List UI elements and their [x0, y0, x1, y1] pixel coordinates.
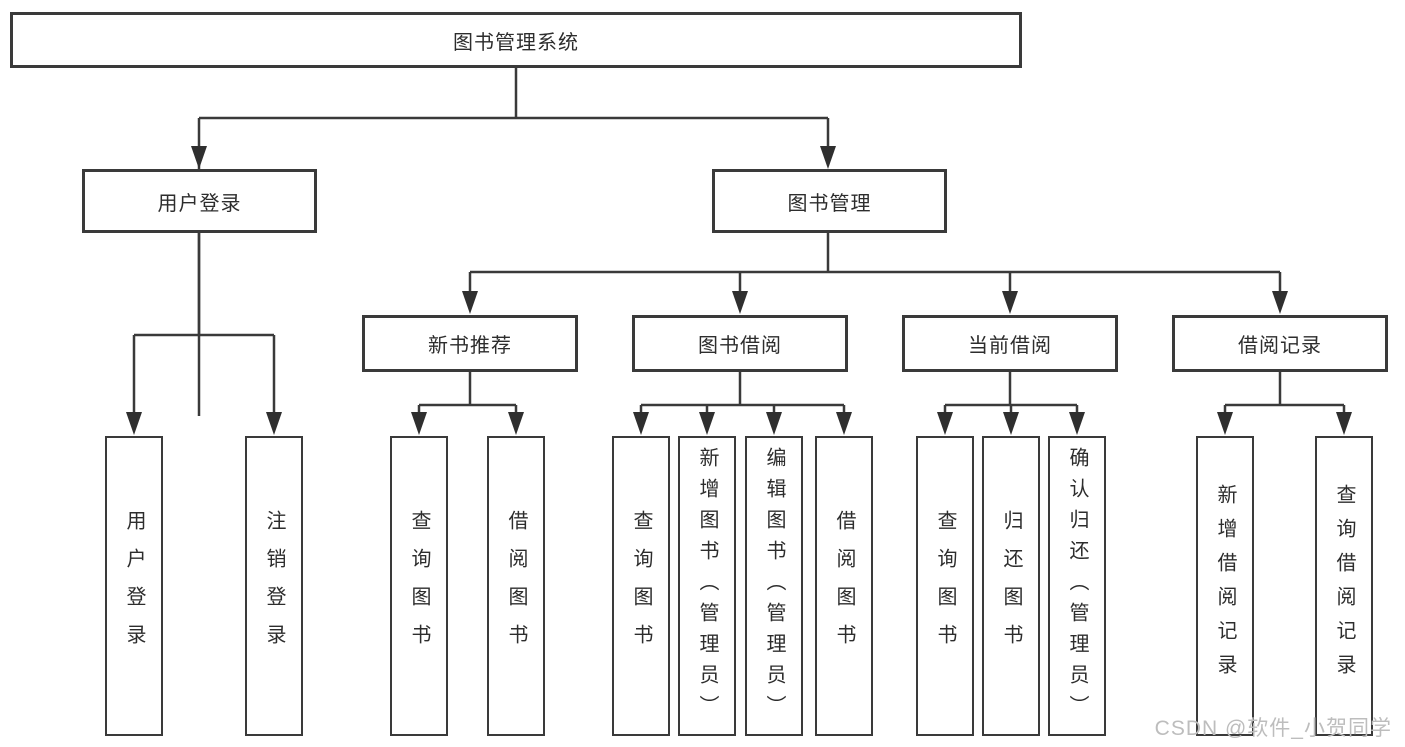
arrow-down-icon	[126, 412, 142, 435]
node-book-management: 图书管理	[712, 169, 947, 233]
arrow-down-icon	[1002, 291, 1018, 314]
csdn-watermark: CSDN @软件_小贺同学	[1154, 717, 1392, 740]
arrow-down-icon	[191, 146, 207, 169]
arrow-down-icon	[1003, 412, 1019, 435]
leaf-label: 查询图书	[408, 510, 430, 662]
leaf-label: 注销登录	[263, 510, 285, 662]
node-library-management-system: 图书管理系统	[10, 12, 1022, 68]
arrow-down-icon	[766, 412, 782, 435]
node-label: 图书管理系统	[453, 31, 579, 54]
leaf-label: 查询图书	[630, 510, 652, 662]
node-label: 图书管理	[787, 192, 872, 215]
leaf-label: 查询借阅记录	[1333, 484, 1355, 688]
connector-records-to-leaves	[1223, 372, 1346, 418]
arrow-down-icon	[836, 412, 852, 435]
node-label: 图书借阅	[698, 335, 782, 357]
node-book-borrow: 图书借阅	[632, 315, 848, 372]
leaf-query-books-borrow: 查询图书	[612, 436, 670, 736]
leaf-query-books-recommend: 查询图书	[390, 436, 448, 736]
connector-bookborrow-to-leaves	[639, 372, 846, 418]
arrow-down-icon	[1069, 412, 1085, 435]
leaf-label: 新增借阅记录	[1214, 484, 1236, 688]
leaf-return-books: 归还图书	[982, 436, 1040, 736]
leaf-edit-books-admin: 编辑图书（管理员）	[745, 436, 803, 736]
leaf-label: 新增图书（管理员）	[696, 446, 718, 726]
arrow-down-icon	[937, 412, 953, 435]
leaf-confirm-return-admin: 确认归还（管理员）	[1048, 436, 1106, 736]
arrow-down-icon	[699, 412, 715, 435]
leaf-label: 借阅图书	[505, 510, 527, 662]
leaf-logout: 注销登录	[245, 436, 303, 736]
node-new-book-recommend: 新书推荐	[362, 315, 578, 372]
node-user-login: 用户登录	[82, 169, 317, 233]
leaf-query-books-current: 查询图书	[916, 436, 974, 736]
leaf-add-books-admin: 新增图书（管理员）	[678, 436, 736, 736]
arrow-down-icon	[820, 146, 836, 169]
node-label: 用户登录	[157, 192, 242, 215]
arrow-down-icon	[633, 412, 649, 435]
leaf-add-borrow-record: 新增借阅记录	[1196, 436, 1254, 736]
leaf-borrow-books: 借阅图书	[815, 436, 873, 736]
leaf-label: 查询图书	[934, 510, 956, 662]
connector-bookmgmt-to-level3	[468, 233, 1282, 297]
node-label: 借阅记录	[1238, 335, 1322, 357]
node-label: 当前借阅	[968, 335, 1052, 357]
arrow-down-icon	[1336, 412, 1352, 435]
leaf-user-login: 用户登录	[105, 436, 163, 736]
connector-userlogin-to-leaves	[132, 233, 276, 418]
node-label: 新书推荐	[428, 335, 512, 357]
leaf-label: 编辑图书（管理员）	[763, 446, 785, 726]
leaf-label: 确认归还（管理员）	[1066, 446, 1088, 726]
arrow-down-icon	[462, 291, 478, 314]
arrow-down-icon	[411, 412, 427, 435]
arrow-down-icon	[508, 412, 524, 435]
connector-currentborrow-to-leaves	[943, 372, 1079, 418]
leaf-query-borrow-record: 查询借阅记录	[1315, 436, 1373, 736]
arrow-down-icon	[266, 412, 282, 435]
leaf-label: 借阅图书	[833, 510, 855, 662]
leaf-label: 用户登录	[123, 510, 145, 662]
arrow-down-icon	[1217, 412, 1233, 435]
arrow-down-icon	[732, 291, 748, 314]
leaf-borrow-books-recommend: 借阅图书	[487, 436, 545, 736]
connector-newbook-to-leaves	[417, 372, 518, 418]
arrow-down-icon	[1272, 291, 1288, 314]
leaf-label: 归还图书	[1000, 510, 1022, 662]
node-borrow-records: 借阅记录	[1172, 315, 1388, 372]
node-current-borrow: 当前借阅	[902, 315, 1118, 372]
